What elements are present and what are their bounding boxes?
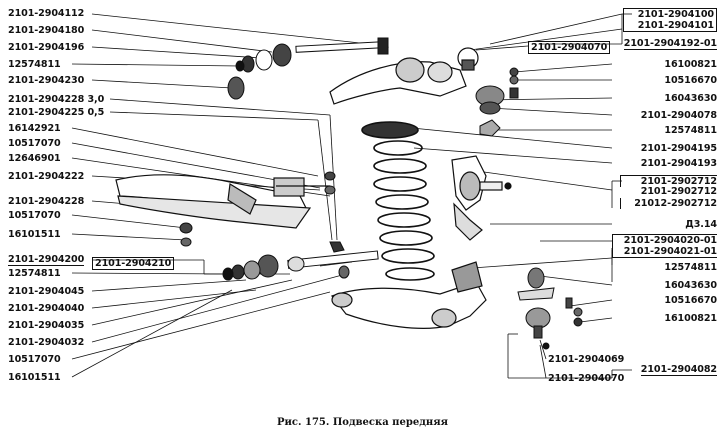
label-left-9: 10517070 — [8, 138, 61, 149]
label-left-14: 16101511 — [8, 229, 61, 240]
label-center: 2101-2904210 — [92, 257, 175, 270]
label-left-16: 12574811 — [8, 268, 61, 279]
label-right-8: 2101-2904078 — [640, 110, 717, 121]
label-right-1: 2101-2904100 — [623, 8, 717, 20]
label-right-16: 2101-2904020-01 — [612, 234, 717, 246]
figure-caption: Рис. 175. Подвеска передняя — [277, 417, 448, 428]
label-left-13: 10517070 — [8, 210, 61, 221]
label-left-4: 12574811 — [8, 59, 61, 70]
label-right-14: 21012-2902712 — [620, 198, 717, 209]
label-left-20: 2101-2904032 — [8, 337, 85, 348]
label-left-19: 2101-2904035 — [8, 320, 85, 331]
label-left-21: 10517070 — [8, 354, 61, 365]
label-right-15: Д3.14 — [685, 219, 717, 230]
label-right-13: 2101-2902712 — [640, 186, 717, 197]
label-left-15: 2101-2904200 — [8, 254, 85, 266]
label-left-22: 16101511 — [8, 372, 61, 383]
label-right-11: 2101-2904193 — [640, 158, 717, 169]
label-right-21: 16100821 — [664, 313, 717, 324]
label-left-1: 2101-2904112 — [8, 8, 85, 19]
label-left-3: 2101-2904196 — [8, 42, 85, 53]
label-right-4: 2101-2904192-01 — [623, 38, 717, 50]
label-right-12: 2101-2902712 — [620, 175, 717, 187]
label-right-7: 16043630 — [664, 93, 717, 104]
label-left-6: 2101-2904228 3,0 — [8, 94, 105, 105]
label-right-5: 16100821 — [664, 59, 717, 70]
label-left-7: 2101-2904225 0,5 — [8, 107, 105, 118]
label-right-3: 2101-2904070 — [528, 41, 611, 54]
label-left-10: 12646901 — [8, 153, 61, 164]
label-right-2: 2101-2904101 — [623, 20, 717, 32]
label-left-2: 2101-2904180 — [8, 25, 85, 36]
label-right-10: 2101-2904195 — [640, 143, 717, 154]
label-right-19: 16043630 — [664, 280, 717, 291]
label-right-22: 2101-2904069 — [548, 354, 625, 365]
label-right-20: 10516670 — [664, 295, 717, 306]
label-left-12: 2101-2904228 — [8, 196, 85, 207]
label-left-8: 16142921 — [8, 123, 61, 134]
label-right-23: 2101-2904070 — [548, 373, 625, 384]
label-left-5: 2101-2904230 — [8, 75, 85, 86]
label-right-9: 12574811 — [664, 125, 717, 136]
label-right-18: 12574811 — [664, 262, 717, 273]
label-left-11: 2101-2904222 — [8, 171, 85, 182]
label-right-24: 2101-2904082 — [640, 364, 717, 376]
label-left-17: 2101-2904045 — [8, 286, 85, 297]
label-left-18: 2101-2904040 — [8, 303, 85, 314]
label-right-6: 10516670 — [664, 75, 717, 86]
label-right-17: 2101-2904021-01 — [612, 246, 717, 258]
